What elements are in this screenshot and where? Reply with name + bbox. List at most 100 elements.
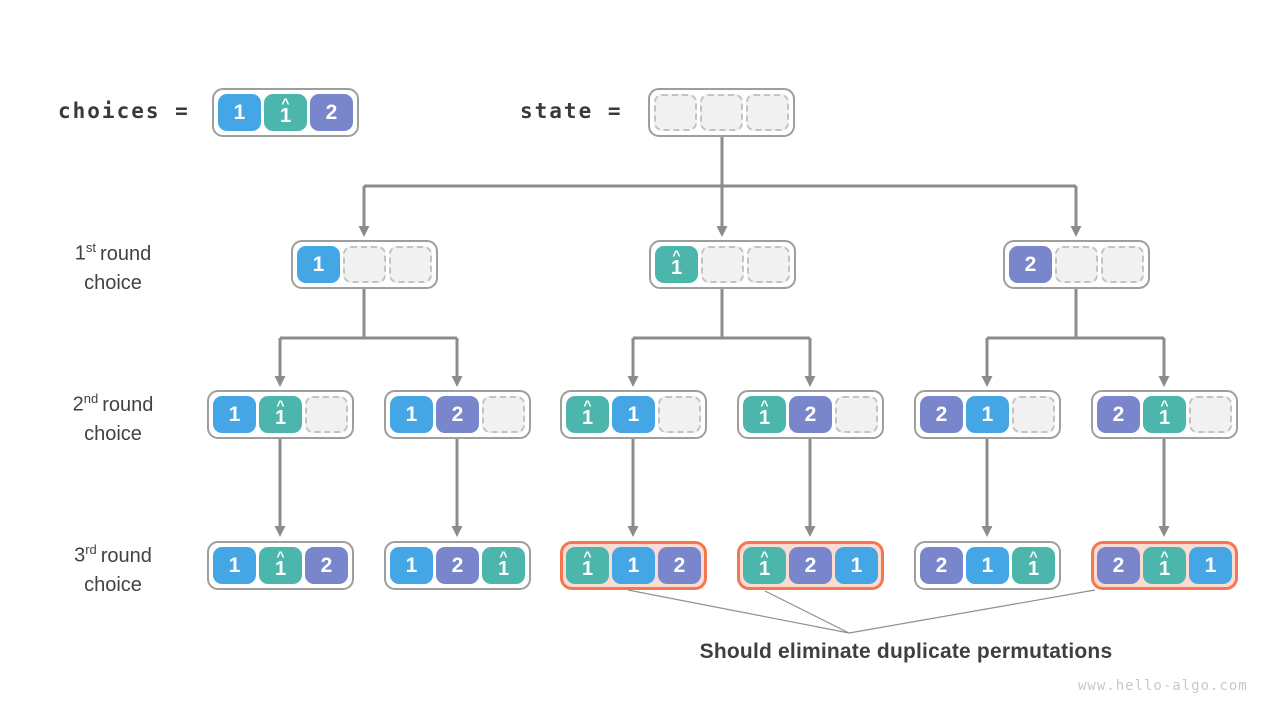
element-cell-1: 1 bbox=[835, 547, 878, 584]
digit: 1 bbox=[279, 105, 292, 127]
tree-node-r1-c3: 2 bbox=[1003, 240, 1150, 289]
empty-slot bbox=[746, 94, 789, 131]
element-cell-1h: ^1 bbox=[482, 547, 525, 584]
element-cell-2: 2 bbox=[789, 547, 832, 584]
element-cell-1: 1 bbox=[612, 547, 655, 584]
empty-slot bbox=[747, 246, 790, 283]
hat-mark: ^ bbox=[760, 548, 769, 564]
equals-sign: = bbox=[175, 99, 190, 123]
element-cell-1h: ^1 bbox=[1143, 396, 1186, 433]
element-cell-1: 1 bbox=[612, 396, 655, 433]
duplicate-annotation: Should eliminate duplicate permutations bbox=[699, 640, 1113, 663]
element-cell-1h: ^1 bbox=[566, 547, 609, 584]
element-cell-1: 1 bbox=[213, 547, 256, 584]
element-cell-2: 2 bbox=[1097, 547, 1140, 584]
empty-slot bbox=[1101, 246, 1144, 283]
element-cell-1h: ^1 bbox=[655, 246, 698, 283]
element-cell-1: 1 bbox=[297, 246, 340, 283]
digit: 1 bbox=[670, 257, 683, 279]
empty-slot bbox=[343, 246, 386, 283]
empty-slot bbox=[1055, 246, 1098, 283]
hat-mark: ^ bbox=[1160, 397, 1169, 413]
element-cell-2: 2 bbox=[789, 396, 832, 433]
element-cell-1h: ^1 bbox=[566, 396, 609, 433]
equals-sign: = bbox=[607, 99, 623, 123]
element-cell-1: 1 bbox=[1189, 547, 1232, 584]
state-array bbox=[648, 88, 795, 137]
hat-mark: ^ bbox=[583, 397, 592, 413]
tree-node-r2-c6: 2^1 bbox=[1091, 390, 1238, 439]
element-cell-1: 1 bbox=[213, 396, 256, 433]
empty-slot bbox=[701, 246, 744, 283]
element-cell-1h: ^1 bbox=[259, 396, 302, 433]
hat-mark: ^ bbox=[281, 95, 290, 111]
digit: 1 bbox=[274, 558, 287, 580]
duplicate-pointer-lines bbox=[627, 589, 1096, 634]
empty-slot bbox=[1012, 396, 1055, 433]
element-cell-2: 2 bbox=[1009, 246, 1052, 283]
empty-slot bbox=[389, 246, 432, 283]
empty-slot bbox=[482, 396, 525, 433]
element-cell-1: 1 bbox=[218, 94, 261, 131]
element-cell-1h: ^1 bbox=[743, 547, 786, 584]
element-cell-1: 1 bbox=[390, 547, 433, 584]
element-cell-2: 2 bbox=[436, 547, 479, 584]
digit: 1 bbox=[758, 558, 771, 580]
element-cell-1h: ^1 bbox=[1012, 547, 1055, 584]
element-cell-2: 2 bbox=[658, 547, 701, 584]
hat-mark: ^ bbox=[760, 397, 769, 413]
element-cell-1: 1 bbox=[966, 396, 1009, 433]
hat-mark: ^ bbox=[672, 247, 681, 263]
element-cell-1h: ^1 bbox=[1143, 547, 1186, 584]
element-cell-1h: ^1 bbox=[743, 396, 786, 433]
element-cell-2: 2 bbox=[920, 547, 963, 584]
hat-mark: ^ bbox=[499, 548, 508, 564]
digit: 1 bbox=[1027, 558, 1040, 580]
digit: 1 bbox=[274, 407, 287, 429]
digit: 1 bbox=[581, 558, 594, 580]
hat-mark: ^ bbox=[583, 548, 592, 564]
tree-node-r1-c2: ^1 bbox=[649, 240, 796, 289]
element-cell-2: 2 bbox=[305, 547, 348, 584]
digit: 1 bbox=[758, 407, 771, 429]
element-cell-1: 1 bbox=[390, 396, 433, 433]
digit: 1 bbox=[581, 407, 594, 429]
tree-branch-lines bbox=[274, 136, 1170, 537]
empty-slot bbox=[700, 94, 743, 131]
hat-mark: ^ bbox=[1160, 548, 1169, 564]
element-cell-2: 2 bbox=[310, 94, 353, 131]
hat-mark: ^ bbox=[1029, 548, 1038, 564]
element-cell-2: 2 bbox=[1097, 396, 1140, 433]
watermark: www.hello-algo.com bbox=[1078, 678, 1248, 694]
empty-slot bbox=[654, 94, 697, 131]
element-cell-1: 1 bbox=[966, 547, 1009, 584]
digit: 1 bbox=[1158, 407, 1171, 429]
digit: 1 bbox=[497, 558, 510, 580]
element-cell-2: 2 bbox=[920, 396, 963, 433]
empty-slot bbox=[658, 396, 701, 433]
digit: 1 bbox=[1158, 558, 1171, 580]
empty-slot bbox=[835, 396, 878, 433]
empty-slot bbox=[1189, 396, 1232, 433]
empty-slot bbox=[305, 396, 348, 433]
tree-node-r1-c1: 1 bbox=[291, 240, 438, 289]
element-cell-1h: ^1 bbox=[259, 547, 302, 584]
element-cell-1h: ^1 bbox=[264, 94, 307, 131]
state-label: state = bbox=[520, 99, 623, 123]
hat-mark: ^ bbox=[276, 548, 285, 564]
